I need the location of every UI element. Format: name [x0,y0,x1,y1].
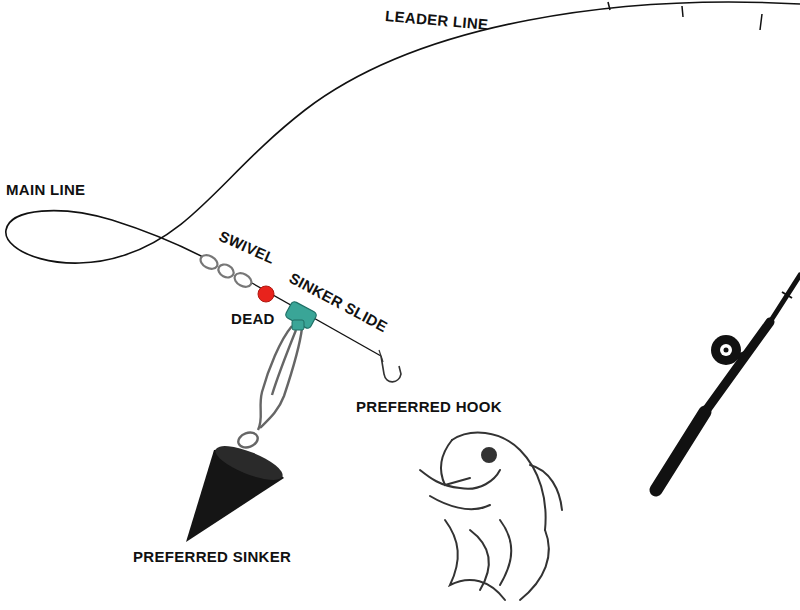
part-label: PREFERRED HOOK [356,399,502,416]
part-label: PREFERRED SINKER [133,549,291,566]
rod-guides [608,2,762,30]
bead [258,286,274,302]
sinker-slide [284,300,317,330]
fishing-rod [656,275,800,490]
sinker [186,439,286,542]
hook-eye [379,350,383,362]
part-label: MAIN LINE [6,182,85,199]
fish-sketch [420,433,562,600]
part-label: DEAD [231,311,275,328]
main-line [6,2,800,263]
part-label: SWIVEL [216,228,277,267]
snap-clip [236,326,302,450]
swivel [198,252,254,289]
hook [381,356,401,382]
part-label: LEADER LINE [385,8,489,33]
